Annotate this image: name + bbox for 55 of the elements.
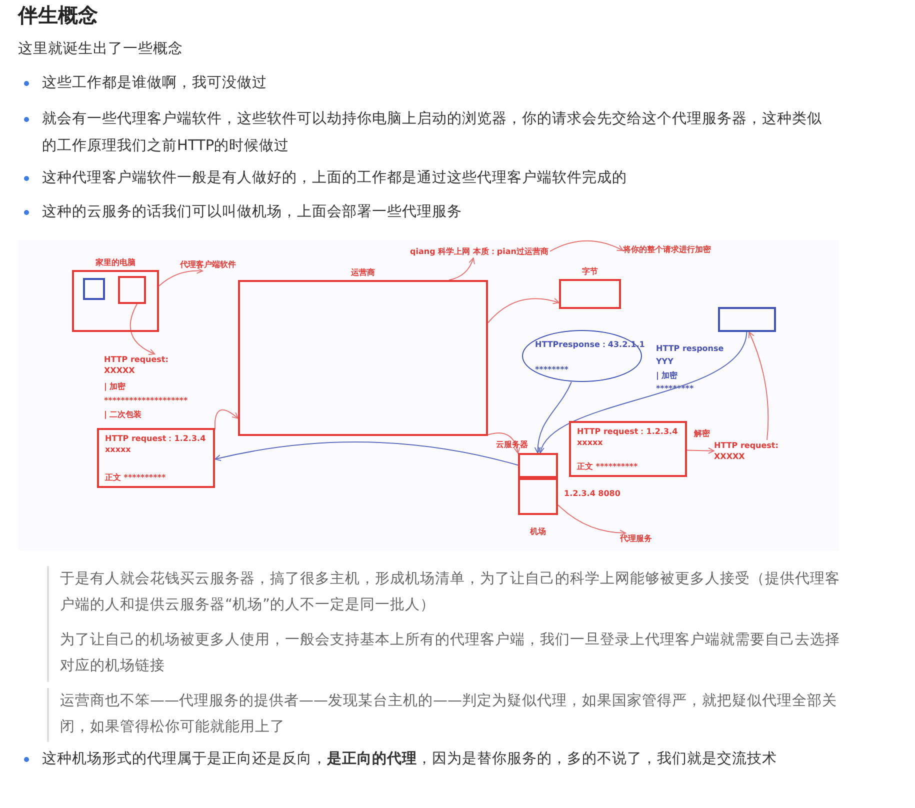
bullet-text: 这种代理客户端软件一般是有人做好的，上面的工作都是通过这些代理客户端软件完成的 <box>42 168 628 188</box>
arrow <box>448 258 475 280</box>
arrow <box>748 332 769 440</box>
annotation-text: XXXXX <box>104 365 135 376</box>
box-heading: 机场 <box>530 526 546 537</box>
box-text: 正文 ********** <box>577 461 638 472</box>
annotation-text: YYY <box>656 356 674 367</box>
client-box <box>118 276 146 304</box>
box-text: HTTP request：1.2.3.4 <box>577 426 678 437</box>
annotation-text: | 加密 <box>656 370 678 381</box>
box-heading: 运营商 <box>351 267 375 278</box>
bullet-text: 这种机场形式的代理属于是正向还是反向，是正向的代理，因为是替你服务的，多的不说了，我们就是交流技术 <box>42 750 778 769</box>
arrow <box>550 240 624 252</box>
arrow <box>558 504 626 536</box>
box-text: xxxxx <box>105 444 131 455</box>
arrow <box>540 332 748 454</box>
annotation-text: 1.2.3.4 8080 <box>564 488 620 499</box>
annotation-text: ******************** <box>104 395 188 406</box>
request-box <box>569 421 687 477</box>
arrow <box>488 298 560 324</box>
box-text: HTTP request：1.2.3.4 <box>105 433 206 444</box>
bullet-text: 就会有一些代理客户端软件，这些软件可以劫持你电脑上启动的浏览器，你的请求会先交给这个代理服务器，这种类似的工作原理我们之前HTTP的时候做过 <box>42 110 823 156</box>
box-text: xxxxx <box>577 437 603 448</box>
heading: 伴生概念 <box>18 2 98 29</box>
annotation-text: 将你的整个请求进行加密 <box>623 244 711 255</box>
quote-paragraph: 于是有人就会花钱买云服务器，搞了很多主机，形成机场清单，为了让自己的科学上网能够被更多人接受（提供代理客户端的人和提供云服务器“机场”的人不一定是同一批人） <box>60 570 840 615</box>
quote-paragraph: 为了让自己的机场被更多人使用，一般会支持基本上所有的代理客户端，我们一旦登录上代理客户端就需要自己去选择对应的机场链接 <box>60 630 840 676</box>
annotation-text: HTTP response <box>656 343 724 354</box>
bullet-text: 这种的云服务的话我们可以叫做机场，上面会部署一些代理服务 <box>42 202 463 222</box>
annotation-text: 代理客户端软件 <box>180 259 236 270</box>
annotation-text: HTTP request: <box>714 440 778 451</box>
arrow <box>130 304 156 355</box>
annotation-text: | 二次包装 <box>104 409 142 420</box>
arrow <box>488 432 520 454</box>
arrow <box>534 382 572 454</box>
server-box <box>718 307 776 332</box>
annotation-text: 解密 <box>694 428 710 439</box>
request-box <box>97 428 215 488</box>
bullet-text: 这些工作都是谁做啊，我可没做过 <box>42 74 268 93</box>
arrow <box>214 409 238 430</box>
arrow <box>158 267 204 287</box>
box-heading: 家里的电脑 <box>96 257 136 268</box>
annotation-text: qiang 科学上网 本质：pian过运营商 <box>410 246 548 257</box>
bubble-text: ******** <box>535 364 568 375</box>
box-heading: 字节 <box>582 266 598 277</box>
window-box <box>83 278 105 300</box>
quote-paragraph: 运营商也不笨——代理服务的提供者——发现某台主机的——判定为疑似代理，如果国家管得严，就把疑似代理全部关闭，如果管得松你可能就能用上了 <box>60 692 838 737</box>
intro-text: 这里就诞生出了一些概念 <box>18 40 184 59</box>
annotation-text: 代理服务 <box>620 533 652 544</box>
arrow <box>686 447 714 454</box>
annotation-text: | 加密 <box>104 381 126 392</box>
annotation-text: HTTP request: <box>104 354 168 365</box>
annotation-text: XXXXX <box>714 451 745 462</box>
box-text: 正文 ********** <box>105 472 166 483</box>
arrow <box>214 442 518 466</box>
